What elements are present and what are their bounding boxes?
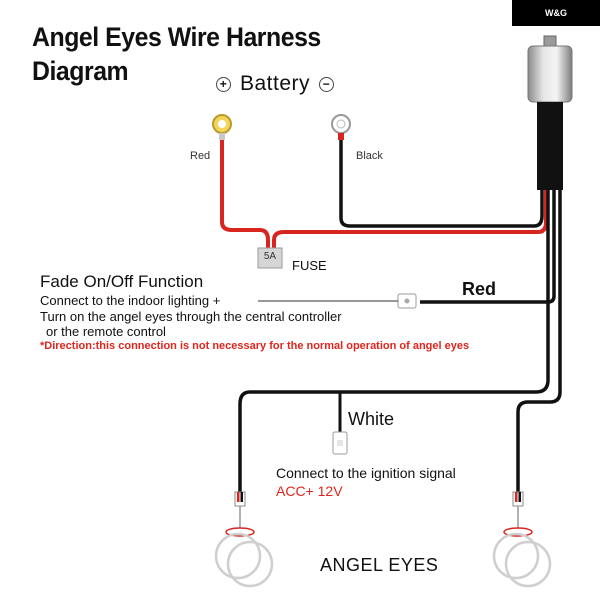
fuse-label: FUSE xyxy=(292,258,327,273)
page-title: Angel Eyes Wire Harness Diagram xyxy=(32,20,321,88)
battery-label: Battery xyxy=(240,72,311,95)
fuse xyxy=(257,247,283,269)
title-line-2: Diagram xyxy=(32,56,129,86)
harness-right-branch xyxy=(516,190,562,492)
fuse-rating: 5A xyxy=(263,251,277,262)
white-wire-connector xyxy=(332,431,348,455)
red-wire-label: Red xyxy=(190,150,211,162)
harness-left-branch xyxy=(238,190,550,492)
brand-logo: W&G xyxy=(512,0,600,26)
red-wire-fuse-to-relay xyxy=(272,190,548,248)
minus-icon: − xyxy=(319,76,335,92)
title-line-1: Angel Eyes Wire Harness xyxy=(32,22,321,52)
battery-negative-terminal xyxy=(331,114,351,140)
plus-icon: + xyxy=(216,76,231,92)
fade-line-1: Connect to the indoor lighting + xyxy=(40,293,221,308)
battery-label-group: + Battery − xyxy=(216,72,335,96)
ignition-line-1: Connect to the ignition signal xyxy=(276,465,456,481)
white-wire-label: White xyxy=(348,409,395,429)
fade-line-2: Turn on the angel eyes through the centr… xyxy=(40,309,342,324)
black-wire-label: Black xyxy=(356,150,383,162)
ignition-line-2: ACC+ 12V xyxy=(276,483,343,499)
left-angel-eye xyxy=(214,491,274,588)
angel-eyes-label: ANGEL EYES xyxy=(320,555,439,575)
red-output-label: Red xyxy=(462,279,497,299)
fade-heading: Fade On/Off Function xyxy=(40,272,204,291)
fade-connector xyxy=(397,293,417,309)
direction-note: *Direction:this connection is not necess… xyxy=(40,340,470,352)
red-wire-positive xyxy=(220,140,270,248)
black-wire-negative xyxy=(339,140,544,228)
relay xyxy=(527,35,573,190)
right-angel-eye xyxy=(492,491,552,588)
fade-line-3: or the remote control xyxy=(46,324,166,339)
battery-positive-terminal xyxy=(212,114,232,140)
